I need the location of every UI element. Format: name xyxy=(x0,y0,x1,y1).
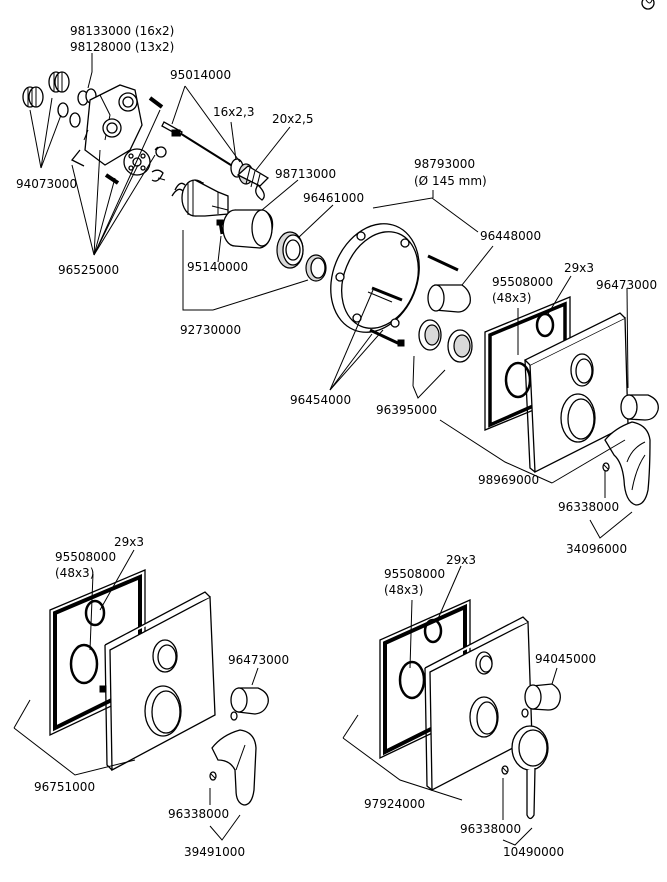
label-92730000: 92730000 xyxy=(180,323,241,337)
label-98793000-diameter: (Ø 145 mm) xyxy=(414,174,487,188)
grub-screw-96338000-right xyxy=(501,765,509,775)
label-94073000: 94073000 xyxy=(16,177,77,191)
knob-94045000 xyxy=(521,683,561,718)
cover-plate-97924000 xyxy=(424,616,533,792)
small-screws xyxy=(104,96,167,185)
leader-lines-left xyxy=(13,549,259,841)
cover-plate-98969000 xyxy=(523,312,629,474)
label-98713000: 98713000 xyxy=(275,167,336,181)
spindle-95014000 xyxy=(161,121,270,201)
knob-96473000-left xyxy=(230,687,269,721)
label-96338000-right: 96338000 xyxy=(460,822,521,836)
label-96338000-left: 96338000 xyxy=(168,807,229,821)
ring-96461000 xyxy=(276,231,327,282)
label-98133000: 98133000 (16x2) xyxy=(70,24,174,38)
label-98128000: 98128000 (13x2) xyxy=(70,40,174,54)
leader-lines-right xyxy=(342,565,558,846)
label-96448000: 96448000 xyxy=(480,229,541,243)
label-34096000: 34096000 xyxy=(566,542,627,556)
valve-body xyxy=(70,84,151,176)
label-96751000: 96751000 xyxy=(34,780,95,794)
label-29x3-left: 29x3 xyxy=(114,535,144,549)
label-95508000-right: 95508000 xyxy=(384,567,445,581)
leader-lines-top xyxy=(29,53,633,539)
label-96454000: 96454000 xyxy=(290,393,351,407)
label-10490000: 10490000 xyxy=(503,845,564,859)
seal-set-94073000 xyxy=(22,71,97,128)
corner-mark-icon xyxy=(641,0,655,10)
lever-handle-39491000 xyxy=(211,729,257,806)
label-16x2-3: 16x2,3 xyxy=(213,105,254,119)
label-48x3-right: (48x3) xyxy=(384,583,423,597)
label-94045000: 94045000 xyxy=(535,652,596,666)
label-98969000: 98969000 xyxy=(478,473,539,487)
label-96473000-left: 96473000 xyxy=(228,653,289,667)
screws-96454000 xyxy=(369,254,459,347)
label-97924000: 97924000 xyxy=(364,797,425,811)
label-96338000-top: 96338000 xyxy=(558,500,619,514)
lever-handle-34096000 xyxy=(604,421,651,506)
label-29x3-right: 29x3 xyxy=(446,553,476,567)
rings-96395000 xyxy=(418,319,473,363)
label-39491000: 39491000 xyxy=(184,845,245,859)
label-96461000: 96461000 xyxy=(303,191,364,205)
cartridge-92730000 xyxy=(171,179,229,235)
grub-screw-96338000-left xyxy=(209,771,217,781)
cover-plate-96751000 xyxy=(104,591,216,772)
label-95508000-top: 95508000 xyxy=(492,275,553,289)
label-96473000-top: 96473000 xyxy=(596,278,657,292)
label-29x3-top: 29x3 xyxy=(564,261,594,275)
label-98793000: 98793000 xyxy=(414,157,475,171)
lever-handle-10490000 xyxy=(511,725,549,820)
label-95508000-left: 95508000 xyxy=(55,550,116,564)
label-95140000: 95140000 xyxy=(187,260,248,274)
rosette-plate-98793000 xyxy=(330,223,420,333)
grub-screw-96338000-top xyxy=(602,462,610,472)
knob-96473000-top xyxy=(620,394,659,421)
label-96525000: 96525000 xyxy=(58,263,119,277)
label-20x2-5: 20x2,5 xyxy=(272,112,313,126)
label-95014000: 95014000 xyxy=(170,68,231,82)
label-48x3-left: (48x3) xyxy=(55,566,94,580)
label-96395000: 96395000 xyxy=(376,403,437,417)
sleeve-98713000 xyxy=(222,209,274,249)
label-48x3-top: (48x3) xyxy=(492,291,531,305)
extension-96448000 xyxy=(427,284,471,313)
part-labels: 98133000 (16x2) 98128000 (13x2) 95014000… xyxy=(16,24,657,859)
